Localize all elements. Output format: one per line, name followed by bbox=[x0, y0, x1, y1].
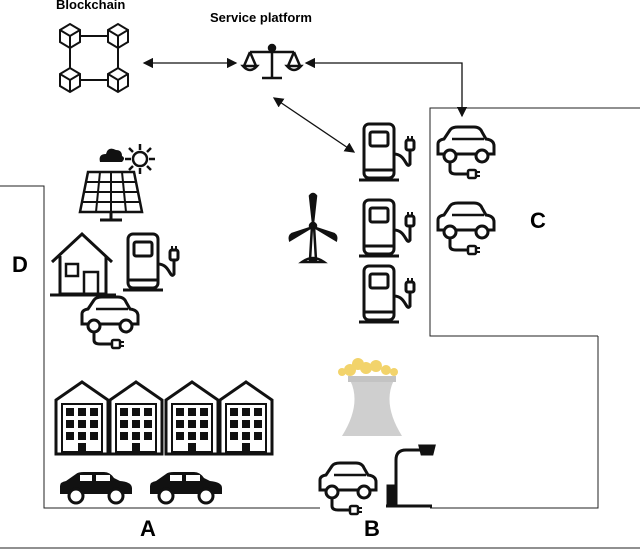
zone-c-boundary bbox=[429, 107, 640, 337]
electric-car-icon bbox=[80, 295, 140, 350]
apartment-building-icon bbox=[108, 380, 164, 456]
zone-b-right-boundary bbox=[430, 336, 599, 509]
house-icon bbox=[50, 231, 116, 297]
sun-cloud-icon bbox=[99, 144, 155, 174]
charging-station-icon bbox=[357, 264, 416, 324]
street-lamp-icon bbox=[386, 444, 436, 508]
platform-zone-c-arrow bbox=[304, 57, 468, 118]
electric-car-icon bbox=[318, 461, 378, 516]
wind-turbine-icon bbox=[288, 192, 338, 264]
zone-b-label: B bbox=[364, 516, 380, 541]
apartment-building-icon bbox=[164, 380, 220, 456]
service-platform-label: Service platform bbox=[210, 10, 312, 25]
platform-chargers-arrow bbox=[272, 97, 356, 153]
car-icon bbox=[148, 470, 224, 505]
cooling-tower-icon bbox=[338, 358, 402, 436]
blockchain-icon bbox=[59, 22, 129, 94]
zone-d-label: D bbox=[12, 252, 28, 277]
blockchain-label: Blockchain bbox=[56, 0, 126, 12]
zone-d-boundary bbox=[0, 185, 320, 509]
charging-station-icon bbox=[121, 232, 180, 292]
apartment-building-icon bbox=[218, 380, 274, 456]
zone-c-label: C bbox=[530, 208, 546, 233]
zone-a-label: A bbox=[140, 516, 156, 541]
scales-icon bbox=[240, 43, 304, 80]
apartment-building-icon bbox=[54, 380, 110, 456]
electric-car-icon bbox=[436, 201, 496, 256]
electric-car-icon bbox=[436, 125, 496, 180]
charging-station-icon bbox=[357, 198, 416, 258]
car-icon bbox=[58, 470, 134, 505]
solar-panel-icon bbox=[78, 170, 144, 222]
charging-station-icon bbox=[357, 122, 416, 182]
